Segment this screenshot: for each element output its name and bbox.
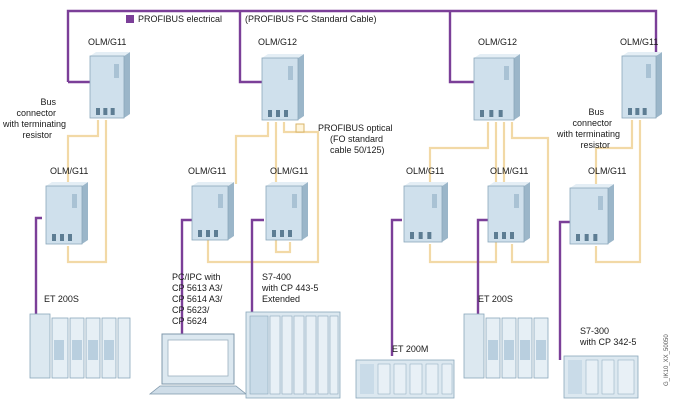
label-s7400-2: with CP 443-5	[261, 283, 318, 293]
legend-electrical-swatch	[126, 15, 134, 23]
bus-mid5-et200s	[476, 218, 488, 318]
module-mid6	[569, 184, 614, 245]
bus-top-line	[66, 9, 658, 82]
module-mid2	[191, 182, 234, 241]
label-top1: OLM/G11	[88, 37, 126, 47]
legend-optical-line3: cable 50/125)	[330, 145, 385, 155]
bus-connector-note-left: Bus connector with terminating resistor	[2, 97, 66, 140]
bus-drop-top2	[238, 11, 262, 84]
device-s7-300: S7-300 with CP 342-5	[563, 326, 639, 399]
bus-drop-top3	[448, 11, 474, 84]
module-mid3	[265, 182, 308, 241]
label-top3: OLM/G12	[478, 37, 517, 47]
label-mid3: OLM/G11	[270, 166, 308, 176]
fo-link-top2-mid2-b	[206, 122, 320, 264]
device-et200m: ET 200M	[355, 344, 455, 399]
device-et200s-right: ET 200S	[463, 294, 549, 379]
device-s7-400: S7-400 with CP 443-5 Extended	[245, 272, 341, 399]
electrical-bus	[34, 9, 658, 360]
legend: PROFIBUS electrical (PROFIBUS FC Standar…	[126, 14, 393, 155]
pc-keyboard	[148, 385, 248, 395]
bus-note-right-2: connector	[572, 118, 612, 128]
label-mid6: OLM/G11	[588, 166, 626, 176]
label-pc-4: CP 5623/	[172, 305, 210, 315]
device-pc: PC/IPC with CP 5613 A3/ CP 5614 A3/ CP 5…	[148, 272, 248, 395]
bus-note-right-1: Bus	[588, 107, 604, 117]
label-pc-1: PC/IPC with	[172, 272, 221, 282]
bus-mid6-s7300	[558, 220, 570, 360]
label-top2: OLM/G12	[258, 37, 297, 47]
fo-link-top1-mid1-b	[66, 120, 108, 264]
label-pc-2: CP 5613 A3/	[172, 283, 223, 293]
legend-optical-line2: (FO standard	[330, 134, 383, 144]
bus-note-left-1: Bus	[40, 97, 56, 107]
module-top3	[473, 54, 520, 121]
fo-link-top4-mid6-b	[594, 120, 642, 264]
label-mid2: OLM/G11	[188, 166, 226, 176]
bus-mid3-s7400	[250, 218, 264, 320]
legend-electrical-label: PROFIBUS electrical	[138, 14, 222, 24]
fo-link-top4-mid6-a	[594, 120, 634, 186]
bus-mid1-et200s	[34, 216, 42, 318]
label-s7400-3: Extended	[262, 294, 300, 304]
label-et200s-left: ET 200S	[44, 294, 79, 304]
module-mid4	[403, 182, 448, 243]
fo-link-top2-mid2-a	[234, 122, 270, 184]
label-et200s-right: ET 200S	[478, 294, 513, 304]
module-mid5	[487, 182, 530, 243]
label-mid5: OLM/G11	[490, 166, 528, 176]
label-s7300-2: with CP 342-5	[579, 337, 636, 347]
label-mid4: OLM/G11	[406, 166, 444, 176]
figure-id: G_IK10_XX_50050	[664, 334, 670, 386]
device-et200s-left: ET 200S	[29, 294, 131, 379]
bus-mid2-pc	[180, 218, 194, 334]
bus-note-left-4: resistor	[22, 130, 52, 140]
module-top2	[261, 54, 304, 121]
module-mid1	[45, 182, 88, 245]
label-s7300-1: S7-300	[580, 326, 609, 336]
bus-note-left-2: connector	[16, 108, 56, 118]
label-mid1: OLM/G11	[50, 166, 88, 176]
bus-note-left-3: with terminating	[2, 119, 66, 129]
fo-link-top3-mid4	[428, 122, 490, 184]
module-top1	[89, 52, 130, 119]
label-et200m: ET 200M	[392, 344, 428, 354]
fo-link-top3-mid5-b	[510, 122, 550, 264]
fo-link-top1-mid1-a	[66, 120, 100, 186]
legend-cable-label: (PROFIBUS FC Standard Cable)	[245, 14, 377, 24]
module-top4	[621, 52, 662, 119]
bus-connector-note-right: Bus connector with terminating resistor	[556, 107, 620, 150]
bus-note-right-4: resistor	[580, 140, 610, 150]
bus-note-right-3: with terminating	[556, 129, 620, 139]
olm-modules	[45, 52, 662, 245]
label-pc-5: CP 5624	[172, 316, 207, 326]
label-s7400-1: S7-400	[262, 272, 291, 282]
legend-optical-line1: PROFIBUS optical	[318, 123, 393, 133]
legend-optical-swatch	[295, 123, 305, 133]
label-pc-3: CP 5614 A3/	[172, 294, 223, 304]
label-top4: OLM/G11	[620, 37, 658, 47]
bus-mid4-et200m	[390, 218, 402, 356]
